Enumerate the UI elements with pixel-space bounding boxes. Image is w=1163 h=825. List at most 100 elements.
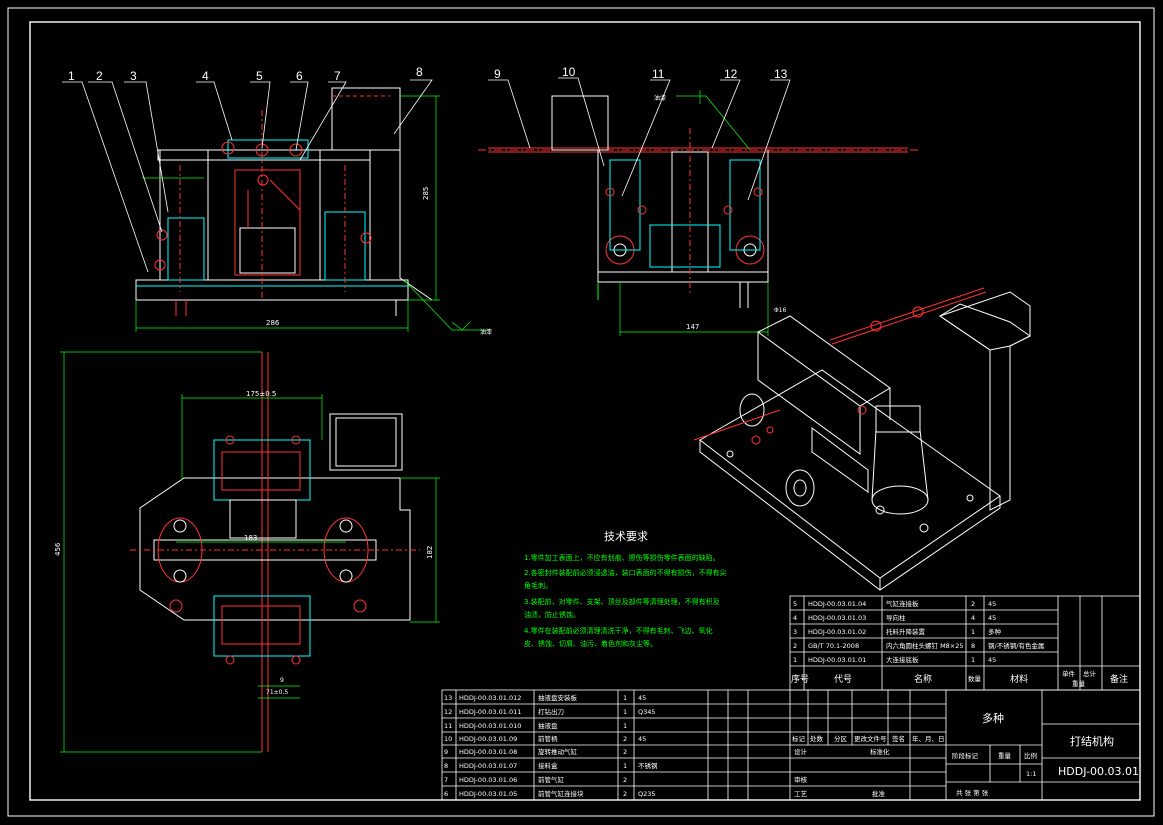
tech-line-4: 3.装配前，对零件、支架、顶丝及部件等清理处理，不得有积及 <box>524 597 720 606</box>
bom-lower-no-1: 12 <box>444 708 452 716</box>
bom-lower-no-0: 13 <box>444 694 452 702</box>
bom-upper-name-0: 气缸连接板 <box>886 599 919 608</box>
bom-lower-mat-5: 不锈钢 <box>638 761 658 770</box>
tb-drawing-no: HDDJ-00.03.01 <box>1058 765 1139 778</box>
tb-sign: 签名 <box>892 734 905 743</box>
bom-lower-qty-3: 2 <box>623 735 627 743</box>
front-view-dimensions <box>135 95 440 332</box>
bom-upper-code-4: HDDJ-00.03.01.01 <box>808 656 866 664</box>
bom-upper-code-1: HDDJ-00.03.01.03 <box>808 614 866 622</box>
bom-header-weight: 重量 <box>1072 680 1086 688</box>
dim-top-small: 71±0.5 <box>266 689 288 696</box>
sheet-inner-border <box>29 21 1141 801</box>
callout-11: 11 <box>652 67 665 81</box>
bom-lower-code-0: HDDJ-00.03.01.012 <box>459 694 521 702</box>
bom-lower-qty-0: 1 <box>623 694 627 702</box>
dim-top-inner: 183 <box>244 534 257 542</box>
dim-side-small: Φ16 <box>774 307 787 314</box>
bom-lower-code-6: HDDJ-00.03.01.06 <box>459 776 517 784</box>
bom-lower-code-7: HDDJ-00.03.01.05 <box>459 790 517 798</box>
dim-top-height: 456 <box>54 542 62 556</box>
bom-lower-code-3: HDDJ-00.03.01.09 <box>459 735 517 743</box>
bom-lower-name-1: 打钻出刀 <box>538 707 564 716</box>
bom-upper-mat-4: 45 <box>988 656 996 664</box>
sheet-outer-border <box>7 7 1155 817</box>
bom-lower-no-6: 7 <box>444 776 448 784</box>
bom-upper-name-4: 大连接底板 <box>886 655 919 664</box>
bom-upper-no-3: 2 <box>793 642 797 650</box>
technical-requirements: 技术要求 1.零件加工表面上，不应有划痕、擦伤等损伤零件表面的缺陷。 2.各密封… <box>524 530 727 648</box>
tb-review: 审核 <box>794 775 808 784</box>
callout-13: 13 <box>774 67 788 81</box>
tb-scale: 1:1 <box>1026 770 1036 778</box>
bom-lower-no-7: 6 <box>444 790 448 798</box>
bom-lower-mat-7: Q235 <box>638 790 656 798</box>
callout-1: 1 <box>68 69 75 83</box>
tb-approve: 批准 <box>872 789 886 798</box>
bom-upper-no-0: 5 <box>793 600 797 608</box>
tb-count: 处数 <box>810 734 824 743</box>
surface-leader <box>403 279 490 331</box>
bom-lower-mat-3: 45 <box>638 735 646 743</box>
top-view <box>130 352 420 752</box>
tb-zone: 分区 <box>834 734 848 743</box>
tb-drawing-name: 打结机构 <box>1070 734 1114 748</box>
tb-doc: 更改文件号 <box>854 734 887 743</box>
callout-12: 12 <box>724 67 738 81</box>
bom-lower-name-7: 前管气缸连接块 <box>538 789 584 798</box>
dim-top-lower: 9 <box>280 677 284 684</box>
bom-lower-name-5: 接料盒 <box>538 761 558 770</box>
tech-line-6: 4.零件在装配前必须清理清洗干净，不得有毛刺、飞边、氧化 <box>524 626 713 635</box>
front-view <box>135 87 433 316</box>
tb-sheets: 共 张 第 张 <box>956 788 989 797</box>
dim-front-height: 285 <box>422 187 430 200</box>
bom-upper-table <box>789 595 1141 691</box>
bom-lower-qty-6: 2 <box>623 776 627 784</box>
tech-line-1: 1.零件加工表面上，不应有划痕、擦伤等损伤零件表面的缺陷。 <box>524 553 720 562</box>
callout-4: 4 <box>202 69 209 83</box>
side-view-leaders <box>488 77 791 201</box>
bom-upper-code-0: HDDJ-00.03.01.04 <box>808 600 866 608</box>
bom-lower-qty-2: 1 <box>623 722 627 730</box>
bom-header-name: 名称 <box>914 673 932 685</box>
bom-header-no: 序号 <box>791 673 809 685</box>
callout-3: 3 <box>130 69 137 83</box>
bom-lower-qty-4: 2 <box>623 748 627 756</box>
dim-top-width: 175±0.5 <box>246 390 276 398</box>
bom-upper-mat-1: 45 <box>988 614 996 622</box>
tb-stage: 阶段标记 <box>952 751 979 760</box>
dim-side-width: 147 <box>686 323 699 331</box>
bom-upper-qty-0: 2 <box>971 600 975 608</box>
tb-design: 设计 <box>794 747 808 756</box>
callout-numbers: 1 2 3 4 5 6 7 8 9 10 11 12 13 <box>68 65 788 83</box>
bom-upper-qty-1: 4 <box>971 614 975 622</box>
bom-lower-mat-0: 45 <box>638 694 646 702</box>
tb-weight: 重量 <box>998 752 1012 760</box>
bom-upper-name-3: 内六角圆柱头螺钉 M8×25 <box>886 641 964 650</box>
tb-date: 年、月、日 <box>912 734 945 743</box>
bom-lower-code-1: HDDJ-00.03.01.011 <box>459 708 521 716</box>
bom-upper-name-2: 托料升降装置 <box>886 627 926 636</box>
tech-title: 技术要求 <box>604 530 648 543</box>
tech-line-7: 皮、锈蚀、切屑、油污、着色剂和灰尘等。 <box>524 639 657 648</box>
bom-header-mat: 材料 <box>1010 673 1028 685</box>
bom-lower-name-4: 旋转推动气缸 <box>538 747 578 756</box>
bom-upper-no-1: 4 <box>793 614 797 622</box>
bom-upper-code-2: HDDJ-00.03.01.02 <box>808 628 866 636</box>
tb-material: 多种 <box>982 711 1004 725</box>
callout-8: 8 <box>416 65 423 79</box>
bom-lower-no-3: 10 <box>444 735 452 743</box>
bom-header-unit: 单件 <box>1062 669 1076 678</box>
side-view <box>478 95 918 308</box>
callout-2: 2 <box>96 69 103 83</box>
bom-header-qty: 数量 <box>968 674 982 683</box>
title-block: 标记 处数 分区 更改文件号 签名 年、月、日 设计 标准化 审核 工艺 批准 … <box>792 711 1139 798</box>
bom-lower-code-4: HDDJ-00.03.01.08 <box>459 748 517 756</box>
tb-ratio: 比例 <box>1024 751 1037 760</box>
callout-5: 5 <box>256 69 263 83</box>
tb-standard: 标准化 <box>870 747 890 756</box>
surface-note-bottom: 油漆 <box>480 328 492 336</box>
bom-upper-mat-0: 45 <box>988 600 996 608</box>
bom-upper-code-3: GB/T 70.1-2008 <box>808 642 859 650</box>
